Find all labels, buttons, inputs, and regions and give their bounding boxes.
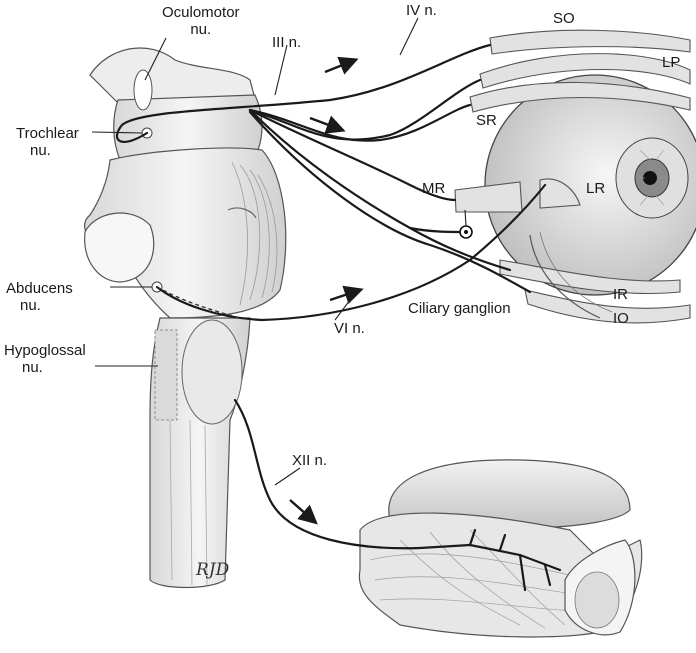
label-nerve-vi: VI n.: [334, 320, 365, 337]
artist-signature: RJD: [196, 560, 230, 580]
label-hypoglossal-line2: nu.: [22, 359, 43, 376]
label-io: IO: [613, 310, 629, 327]
label-nerve-iii: III n.: [272, 34, 302, 51]
tongue: [358, 459, 643, 638]
label-so: SO: [553, 10, 575, 27]
label-hypoglossal-line1: Hypoglossal: [4, 342, 86, 359]
label-nerve-iv: IV n.: [406, 2, 437, 19]
ciliary-ganglion-center: [464, 230, 468, 234]
label-ir: IR: [613, 286, 628, 303]
brainstem: [84, 47, 287, 589]
label-hypoglossal-nucleus: Hypoglossal nu.: [4, 342, 86, 376]
direction-arrows: [289, 56, 364, 525]
label-oculomotor-nucleus: Oculomotor nu.: [162, 4, 240, 38]
label-abducens-line2: nu.: [20, 297, 41, 314]
label-oculomotor-line2: nu.: [190, 21, 212, 38]
label-lr: LR: [586, 180, 606, 197]
label-sr: SR: [476, 112, 497, 129]
label-oculomotor-line1: Oculomotor: [162, 4, 240, 21]
leader-lines: [91, 17, 467, 486]
label-ciliary-ganglion: Ciliary ganglion: [408, 300, 511, 317]
label-mr: MR: [422, 180, 446, 197]
nerves: [116, 43, 562, 592]
label-trochlear-line2: nu.: [30, 142, 51, 159]
label-abducens-line1: Abducens: [6, 280, 73, 297]
label-trochlear-line1: Trochlear: [16, 125, 79, 142]
label-lp: LP: [662, 54, 681, 71]
label-abducens-nucleus: Abducens nu.: [6, 280, 73, 314]
label-trochlear-nucleus: Trochlear nu.: [16, 125, 79, 159]
label-nerve-xii: XII n.: [292, 452, 328, 469]
abducens-dashed-path: [156, 286, 241, 319]
eyeball: [484, 74, 696, 296]
